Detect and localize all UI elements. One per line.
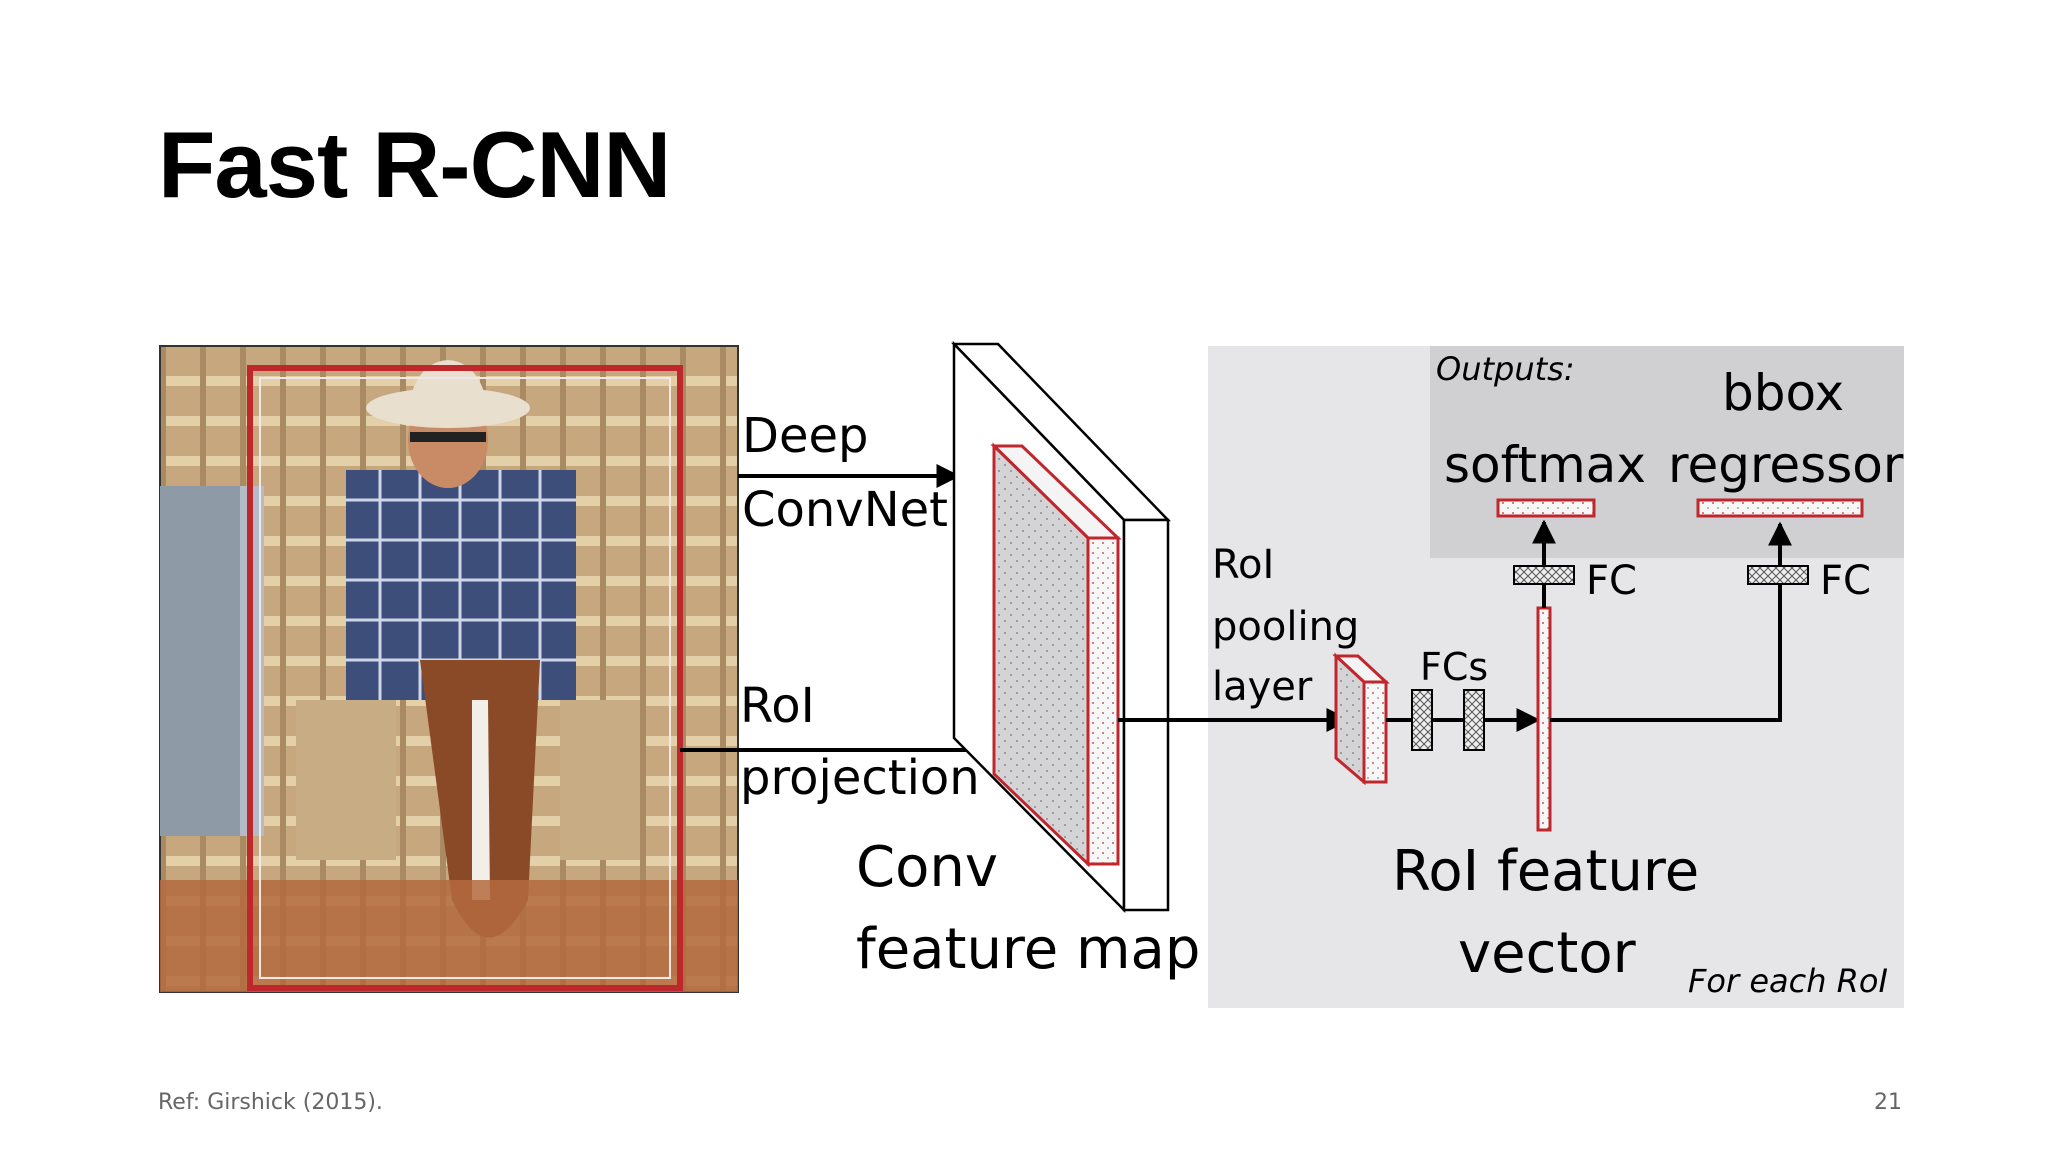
label-fcs: FCs [1420,645,1488,689]
label-softmax: softmax [1444,436,1646,494]
label-feature-map: feature map [856,917,1200,982]
label-roi: RoI [740,678,815,734]
label-for-each-roi: For each RoI [1688,962,1888,1000]
roi-feature-vector [1536,606,1552,832]
fc-block-1 [1411,689,1433,751]
label-regressor: regressor [1668,436,1904,494]
softmax-output-bar [1496,498,1596,518]
regressor-branch-line [1550,521,1792,722]
outputs-panel [1430,346,1904,558]
footer-reference: Ref: Girshick (2015). [158,1090,383,1115]
label-conv: Conv [856,835,998,900]
fc-softmax-block [1513,565,1575,585]
label-convnet: ConvNet [742,482,948,538]
label-fc-left: FC [1586,558,1637,604]
label-roi-pool-1: RoI [1212,542,1274,588]
page-number: 21 [1874,1090,1902,1115]
fc-block-2 [1463,689,1485,751]
label-roi-pool-2: pooling [1212,604,1359,650]
regressor-output-bar [1696,498,1864,518]
fc-regressor-block [1747,565,1809,585]
label-projection: projection [740,750,980,806]
conv-feature-map [951,340,1171,914]
roi-pooling-cube [1332,652,1390,786]
label-deep: Deep [742,408,869,464]
input-photo [159,345,739,993]
label-fc-right: FC [1820,558,1871,604]
label-roi-feature: RoI feature [1392,839,1699,904]
label-outputs: Outputs: [1436,350,1575,388]
label-bbox: bbox [1722,364,1844,422]
label-roi-pool-3: layer [1212,664,1313,710]
slide-title: Fast R-CNN [158,112,671,217]
label-vector: vector [1458,921,1637,986]
